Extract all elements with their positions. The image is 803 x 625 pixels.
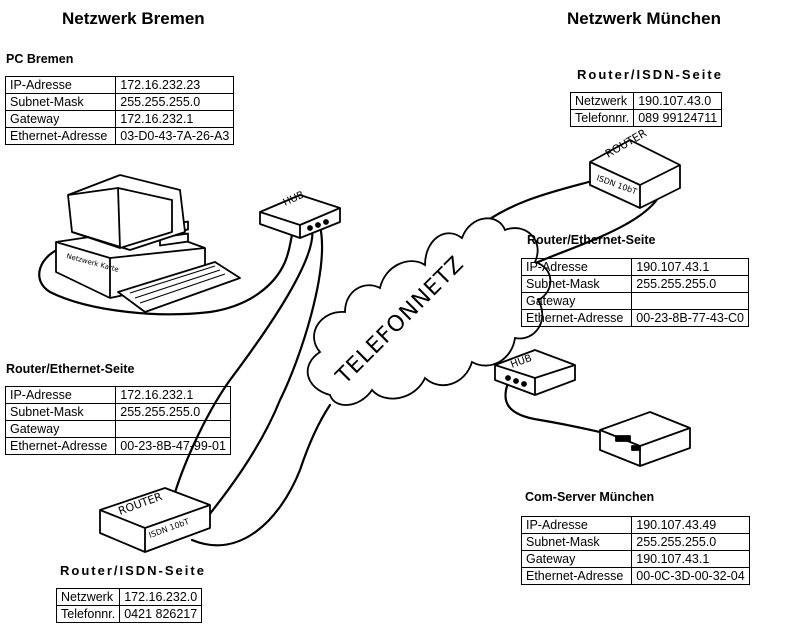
com-server-drawing (599, 411, 691, 467)
key-cell: IP-Adresse (520, 258, 633, 276)
key-cell: Gateway (520, 292, 633, 310)
router-isdn-muenchen-title: Router/ISDN-Seite (577, 67, 723, 82)
key-cell: Telefonnr. (55, 605, 121, 623)
value-cell: 255.255.255.0 (631, 275, 749, 293)
router-bremen-drawing: ROUTER ISDN 10bT (99, 487, 211, 553)
value-cell: 00-0C-3D-00-32-04 (631, 567, 750, 585)
value-cell: 00-23-8B-47-99-01 (115, 437, 231, 455)
key-cell: Gateway (4, 110, 117, 128)
value-cell: 089 99124711 (633, 109, 723, 127)
value-cell (115, 420, 231, 438)
router-eth-muenchen-title: Router/Ethernet-Seite (527, 233, 656, 247)
value-cell: 190.107.43.0 (633, 92, 723, 110)
value-cell: 0421 826217 (119, 605, 203, 623)
hub-bremen-drawing: HUB (259, 190, 341, 239)
key-cell: Subnet-Mask (4, 93, 117, 111)
key-cell: Gateway (520, 550, 633, 568)
pc-bremen-drawing: Netzwerk Karte (55, 174, 241, 313)
key-cell: Gateway (4, 420, 117, 438)
cable-pc-hub (38, 226, 297, 316)
heading-bremen: Netzwerk Bremen (62, 9, 205, 28)
value-cell: 172.16.232.23 (115, 76, 235, 94)
key-cell: Ethernet-Adresse (4, 127, 117, 145)
value-cell: 172.16.232.0 (119, 588, 203, 606)
key-cell: Subnet-Mask (4, 403, 117, 421)
key-cell: IP-Adresse (520, 516, 633, 534)
key-cell: Ethernet-Adresse (520, 567, 633, 585)
value-cell: 255.255.255.0 (115, 403, 231, 421)
value-cell: 172.16.232.1 (115, 386, 231, 404)
router-isdn-bremen-title: Router/ISDN-Seite (60, 563, 206, 578)
key-cell: Netzwerk (569, 92, 635, 110)
table-row: Telefonnr.0421 826217 (55, 605, 203, 623)
cable-hub-comserver (504, 376, 602, 434)
value-cell (631, 292, 749, 310)
key-cell: Telefonnr. (569, 109, 635, 127)
value-cell: 190.107.43.1 (631, 258, 749, 276)
table-row: Gateway (520, 292, 749, 310)
value-cell: 190.107.43.1 (631, 550, 750, 568)
table-row: Telefonnr.089 99124711 (569, 109, 723, 127)
key-cell: Subnet-Mask (520, 275, 633, 293)
key-cell: Subnet-Mask (520, 533, 633, 551)
value-cell: 255.255.255.0 (631, 533, 750, 551)
router-eth-bremen-title: Router/Ethernet-Seite (6, 362, 135, 376)
key-cell: IP-Adresse (4, 386, 117, 404)
hub-muenchen-drawing: HUB (494, 349, 576, 396)
cable-hub-router-bremen-b (203, 224, 324, 522)
value-cell: 00-23-8B-77-43-C0 (631, 309, 749, 327)
key-cell: Netzwerk (55, 588, 121, 606)
heading-muenchen: Netzwerk München (567, 9, 721, 28)
value-cell: 255.255.255.0 (115, 93, 235, 111)
cable-hub-router-bremen (168, 226, 314, 512)
value-cell: 190.107.43.49 (631, 516, 750, 534)
table-row: Gateway (4, 420, 231, 438)
pc-bremen-title: PC Bremen (6, 52, 74, 66)
cable-router-bremen-cloud (190, 403, 332, 547)
value-cell: 172.16.232.1 (115, 110, 235, 128)
router-muenchen-drawing: ROUTER ISDN 10bT (589, 126, 681, 209)
value-cell: 03-D0-43-7A-26-A3 (115, 127, 235, 145)
key-cell: Ethernet-Adresse (4, 437, 117, 455)
key-cell: IP-Adresse (4, 76, 117, 94)
com-server-title: Com-Server München (525, 490, 655, 504)
key-cell: Ethernet-Adresse (520, 309, 633, 327)
